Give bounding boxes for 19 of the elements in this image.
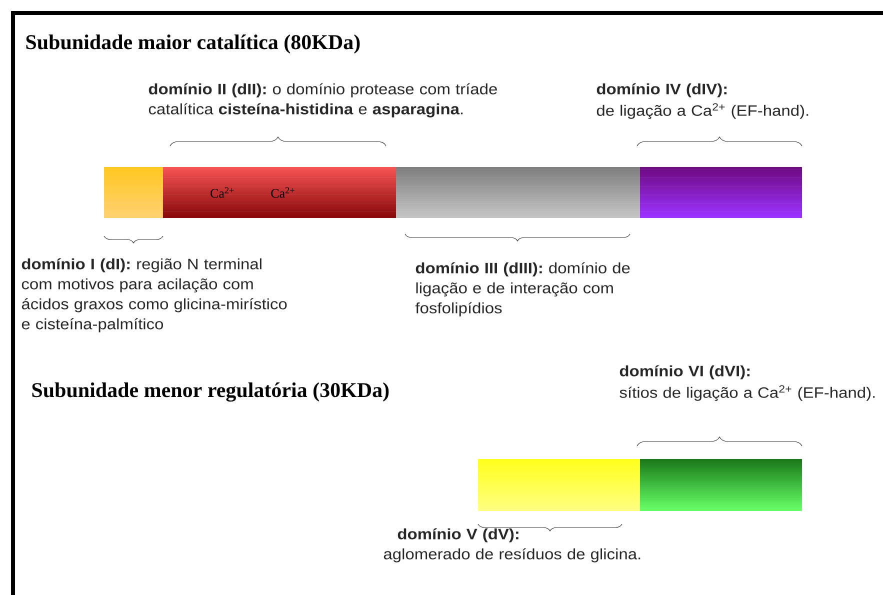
domain-bar <box>104 167 163 218</box>
domain-description: domínio V (dV): <box>398 528 518 542</box>
domain-description: domínio II (dII): o domínio protease com tríade catalítica cisteína-histidina e asparagina. <box>148 83 497 118</box>
domain-description: aglomerado de resíduos de glicina. <box>384 548 640 562</box>
domain-description: domínio III (dIII): domínio de ligação e de interação com fosfolipídios <box>415 262 630 316</box>
domain-bar <box>396 167 640 218</box>
node-label: Ca$^{2+}$ <box>210 187 234 198</box>
domain-description: de ligação a Ca$^{2+}$ (EF-hand). <box>596 103 808 119</box>
node-label: Ca$^{2+}$ <box>271 187 294 198</box>
domain-description: domínio I (dI): região N terminal com motivos para acilação com ácidos graxos como glicina-mirístico e cisteína-palmítico <box>22 258 287 332</box>
domain-description: sítios de ligação a Ca$^{2+}$ (EF-hand). <box>620 385 875 401</box>
domain-bar: Ca$^{2+}$ Ca$^{2+}$ <box>163 167 396 218</box>
domain-bar <box>640 459 802 511</box>
domain-description: domínio IV (dIV): <box>596 83 727 98</box>
domain-description: domínio VI (dVI): <box>620 365 750 380</box>
domain-bar <box>640 167 802 218</box>
heading: Subunidade maior catalítica (80KDa) <box>26 34 360 54</box>
heading: Subunidade menor regulatória (30KDa) <box>32 382 389 402</box>
domain-bar <box>478 459 640 511</box>
